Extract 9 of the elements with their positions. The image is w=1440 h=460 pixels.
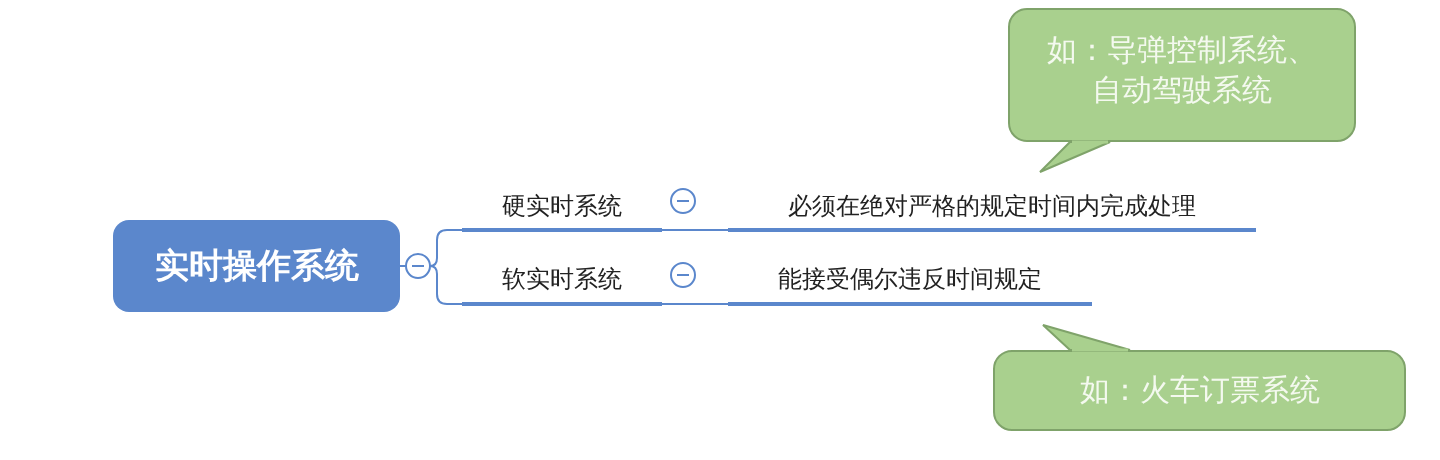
topic-box: 实时操作系统: [113, 220, 400, 312]
branch-label: 必须在绝对严格的规定时间内完成处理: [728, 184, 1256, 232]
branch-label: 能接受偶尔违反时间规定: [728, 256, 1092, 306]
connector-line: [661, 229, 729, 231]
branch-label: 软实时系统: [462, 256, 662, 306]
callout-text: 如：火车订票系统: [1078, 371, 1321, 409]
callout-text: 如：导弹控制系统、自动驾驶系统: [1046, 31, 1318, 109]
connector-line: [661, 303, 729, 305]
branch-label: 硬实时系统: [462, 184, 662, 232]
